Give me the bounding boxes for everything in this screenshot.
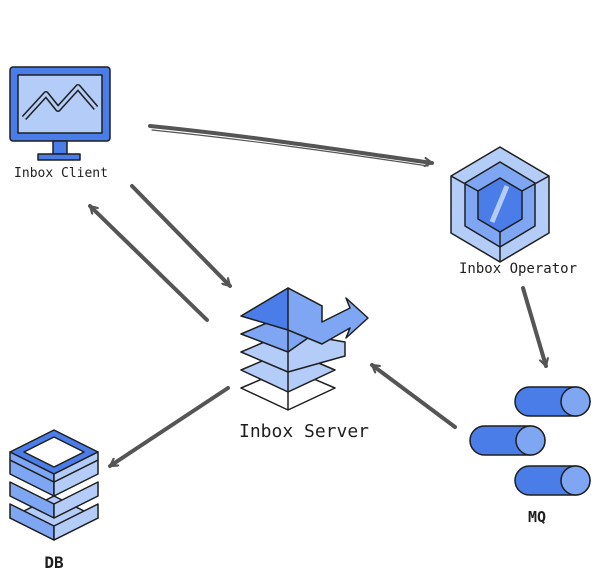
edge-mq-to-server: [370, 363, 457, 429]
db-label: DB: [44, 553, 64, 572]
inbox-client-label: Inbox Client: [14, 166, 108, 181]
mq-label: MQ: [527, 508, 547, 526]
message-queue-icon: [469, 386, 591, 496]
database-stack-icon: [9, 429, 99, 541]
monitor-icon: [9, 66, 111, 161]
edge-client-to-operator: [148, 124, 432, 166]
edge-server-to-db: [108, 386, 230, 468]
hexagon-cube-icon: [450, 146, 550, 263]
inbox-server-label: Inbox Server: [238, 421, 370, 442]
edge-client-to-server: [130, 184, 232, 288]
inbox-operator-label: Inbox Operator: [458, 261, 578, 277]
edge-operator-to-mq: [521, 286, 546, 366]
layered-server-icon: [240, 287, 369, 411]
edge-server-to-client: [88, 204, 209, 322]
